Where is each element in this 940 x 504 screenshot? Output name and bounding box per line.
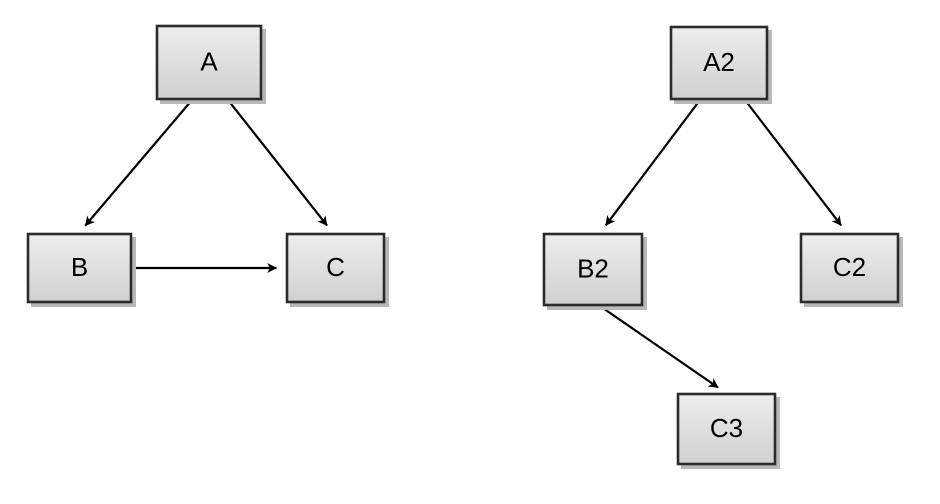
edge-a-to-c[interactable] bbox=[227, 99, 328, 227]
node-c[interactable]: C bbox=[285, 232, 389, 307]
edge-a-to-b[interactable] bbox=[84, 99, 193, 227]
node-b2[interactable]: B2 bbox=[542, 232, 647, 310]
node-box[interactable] bbox=[669, 25, 769, 101]
edge-line bbox=[599, 305, 719, 389]
edge-a2-to-c2[interactable] bbox=[744, 99, 843, 227]
node-box[interactable] bbox=[155, 24, 263, 101]
edge-b2-to-c3[interactable] bbox=[599, 305, 719, 389]
node-box[interactable] bbox=[285, 232, 386, 304]
node-c2[interactable]: C2 bbox=[799, 232, 903, 307]
node-a[interactable]: A bbox=[155, 24, 266, 104]
edge-line bbox=[604, 99, 701, 227]
node-box[interactable] bbox=[676, 392, 777, 466]
edges-layer bbox=[84, 99, 843, 389]
node-box[interactable] bbox=[799, 232, 900, 304]
edge-line bbox=[84, 99, 193, 227]
node-c3[interactable]: C3 bbox=[676, 392, 780, 469]
edge-line bbox=[744, 99, 843, 227]
node-a2[interactable]: A2 bbox=[669, 25, 772, 104]
edge-a2-to-b2[interactable] bbox=[604, 99, 701, 227]
node-box[interactable] bbox=[542, 232, 644, 307]
node-b[interactable]: B bbox=[26, 232, 136, 307]
edge-line bbox=[227, 99, 328, 227]
node-box[interactable] bbox=[26, 232, 133, 304]
